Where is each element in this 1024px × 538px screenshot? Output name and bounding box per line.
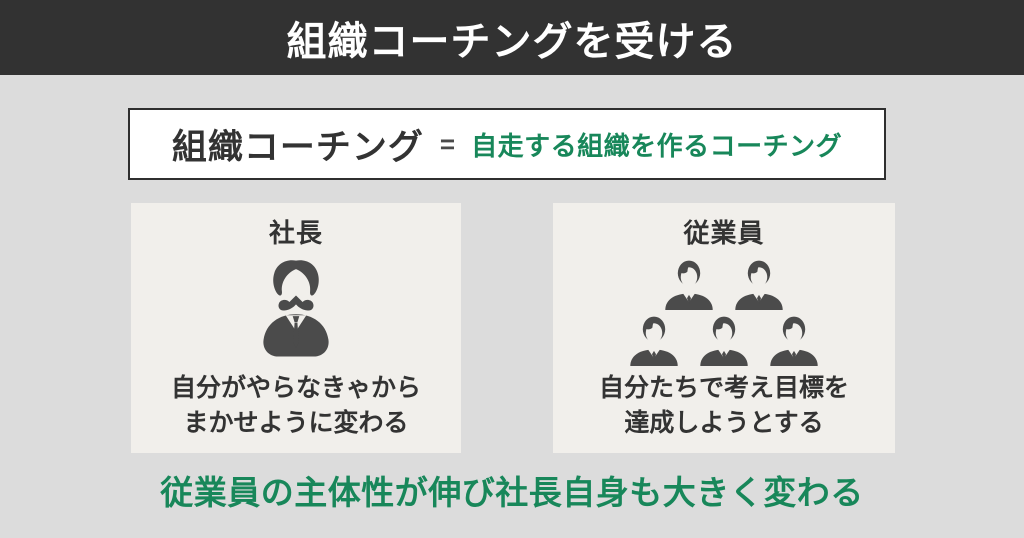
employees-caption: 自分たちで考え目標を 達成しようとする [599,371,849,440]
president-caption: 自分がやらなきゃから まかせように変わる [171,371,421,440]
employee-icon [665,260,713,310]
definition-box: 組織コーチング = 自走する組織を作るコーチング [128,108,886,180]
employees-caption-line1: 自分たちで考え目標を [598,374,849,402]
president-icon [263,260,329,357]
employees-icon-group [619,250,829,371]
president-card: 社長 自分がやらなきゃから まかせように変わる [131,203,461,453]
president-caption-line2: まかせように変わる [183,408,409,437]
president-card-title: 社長 [268,218,323,248]
employees-card-title: 従業員 [683,218,765,248]
employee-icon [770,316,818,366]
conclusion-text: 従業員の主体性が伸び社長自身も大きく変わる [160,474,864,511]
employees-card: 従業員 [553,203,895,453]
employee-icon [700,316,748,366]
employees-caption-line2: 達成しようとする [624,408,824,437]
employees-top-row [654,256,794,310]
employee-icon [735,260,783,310]
page-title: 組織コーチングを受ける [286,19,738,64]
definition-term: 組織コーチング [171,127,424,167]
president-caption-line1: 自分がやらなきゃから [170,374,421,402]
employees-bottom-row [619,312,829,366]
president-icon-area [249,250,343,371]
header-bar: 組織コーチングを受ける [0,0,1024,75]
employee-icon [630,316,678,366]
equals-sign: = [439,128,456,159]
definition-meaning: 自走する組織を作るコーチング [471,130,843,161]
